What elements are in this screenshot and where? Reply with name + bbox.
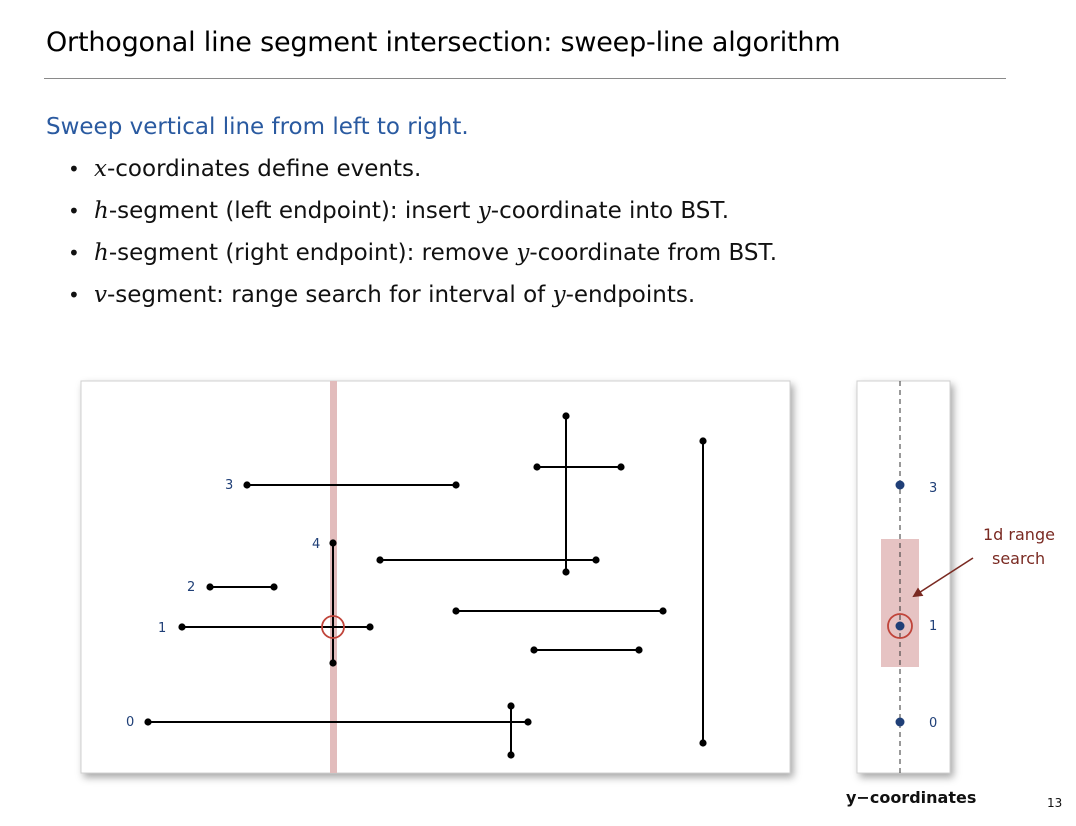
bullet-dot-icon: •: [68, 241, 80, 265]
bullet-var: y: [477, 198, 491, 224]
bullet-text: -segment (right endpoint): remove: [108, 240, 517, 266]
bullet-text: -coordinate into BST.: [490, 198, 730, 224]
bullet-var: h: [94, 240, 109, 266]
range-hit-highlight-icon: [887, 613, 913, 639]
segment-label-2: 2: [187, 580, 195, 595]
bullet-dot-icon: •: [68, 199, 80, 223]
intersection-highlight-icon: [321, 615, 345, 639]
lead-text: Sweep vertical line from left to right.: [46, 114, 469, 140]
y-label-1: 1: [929, 619, 937, 634]
slide-title: Orthogonal line segment intersection: sw…: [46, 27, 841, 58]
bullet-item: • h-segment (right endpoint): remove y-co…: [68, 238, 777, 280]
bullet-item: • h-segment (left endpoint): insert y-coo…: [68, 196, 777, 238]
y-coordinates-caption: y−coordinates: [846, 788, 977, 807]
y-label-3: 3: [929, 481, 937, 496]
range-search-box: [881, 539, 919, 667]
y-label-0: 0: [929, 716, 937, 731]
bullet-list: •x-coordinates define events. •h-segment…: [68, 154, 777, 322]
bullet-text: -segment: range search for interval of: [107, 282, 553, 308]
bullet-item: • v-segment: range search for interval of…: [68, 280, 777, 322]
callout-line-1: 1d range: [983, 525, 1055, 544]
bullet-text: -coordinates define events.: [106, 156, 422, 182]
bullet-var: x: [94, 156, 107, 182]
bullet-dot-icon: •: [68, 283, 80, 307]
callout-line-2: search: [992, 549, 1045, 568]
bullet-text: -segment (left endpoint): insert: [108, 198, 478, 224]
segment-endpoints: [144, 412, 707, 759]
callout-arrow-icon: [912, 557, 974, 598]
segment-label-1: 1: [158, 621, 166, 636]
bullet-text: -endpoints.: [565, 282, 696, 308]
y-point-0: [895, 717, 905, 727]
title-divider: [44, 78, 1006, 79]
bullet-var: h: [94, 198, 109, 224]
segment-label-4: 4: [312, 537, 320, 552]
bullet-text: -coordinate from BST.: [529, 240, 778, 266]
segment-label-3: 3: [225, 478, 233, 493]
bullet-item: • x-coordinates define events.: [68, 154, 777, 196]
segment-label-0: 0: [126, 715, 134, 730]
bullet-var: v: [94, 282, 107, 308]
segments-panel: [80, 380, 791, 774]
page-number: 13: [1047, 796, 1063, 810]
bullet-var: y: [516, 240, 530, 266]
bullet-dot-icon: •: [68, 157, 80, 181]
y-point-3: [895, 480, 905, 490]
y-point-1: [895, 621, 905, 631]
bullet-var: y: [552, 282, 566, 308]
